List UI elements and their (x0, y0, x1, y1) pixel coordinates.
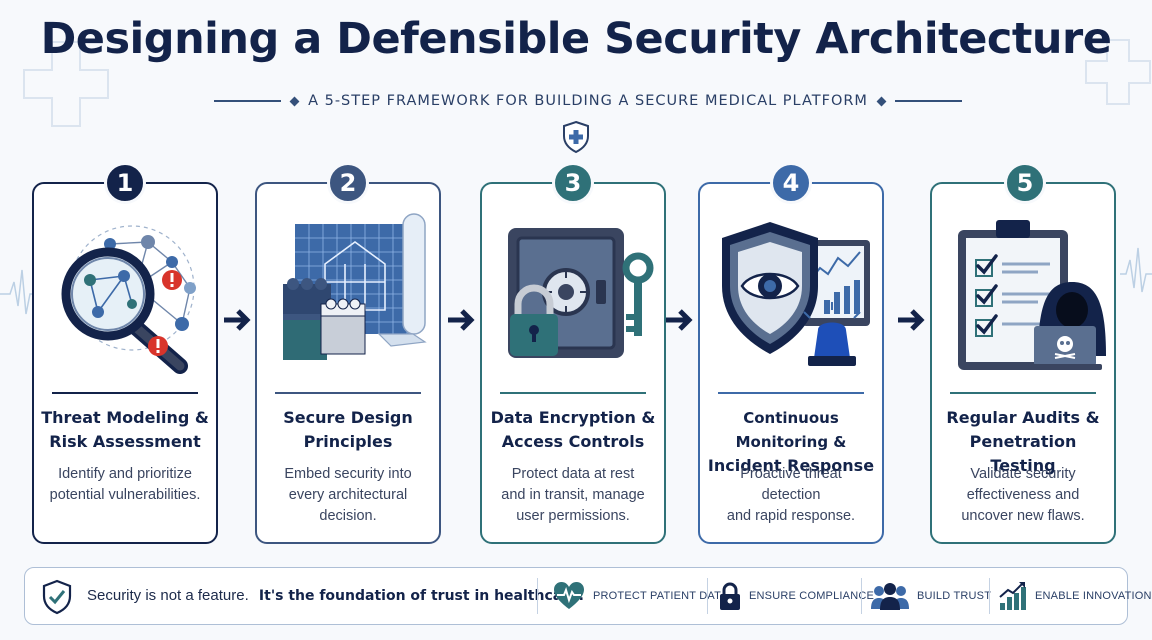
arrow-right-icon (898, 309, 925, 331)
step-number-badge-5: 5 (1004, 162, 1046, 204)
heartbeat-line-right (1120, 247, 1152, 293)
step-number-badge-3: 3 (552, 162, 594, 204)
subtitle-rule-left (214, 100, 282, 102)
footer-divider (861, 578, 862, 614)
checklist-hacker-icon (958, 220, 1106, 370)
step-title: Data Encryption & Access Controls (490, 408, 656, 451)
pillar-label: BUILD TRUST (917, 590, 992, 602)
pillar-ensure-compliance: ENSURE COMPLIANCE (719, 576, 874, 616)
arrow-right-icon (224, 309, 251, 331)
page-subtitle: A 5-STEP FRAMEWORK FOR BUILDING A SECURE… (308, 93, 868, 109)
step-description: Proactive threat detection and rapid res… (726, 466, 856, 524)
footer-divider (989, 578, 990, 614)
growth-chart-icon (999, 582, 1026, 610)
step-title: Threat Modeling & Risk Assessment (41, 408, 209, 451)
padlock-icon (720, 582, 740, 610)
step-card-2: Secure Design Principles Embed security … (255, 182, 441, 544)
page-title: Designing a Defensible Security Architec… (40, 14, 1112, 64)
step-number-badge-4: 4 (770, 162, 812, 204)
pillar-label: ENABLE INNOVATION (1035, 590, 1152, 602)
magnifier-network-icon (61, 225, 196, 374)
blueprint-blocks-icon (283, 213, 427, 360)
step-card-3: Data Encryption & Access Controls Protec… (480, 182, 666, 544)
step-card-1: Threat Modeling & Risk Assessment Identi… (32, 182, 218, 544)
footer-banner: Security is not a feature. It's the foun… (24, 567, 1151, 625)
pillar-protect-patient-data: PROTECT PATIENT DATA (553, 576, 728, 616)
pillar-label: ENSURE COMPLIANCE (749, 590, 875, 602)
step-title: Continuous Monitoring & Incident Respons… (707, 409, 875, 475)
vault-lock-key-icon (508, 228, 654, 358)
step-title: Regular Audits & Penetration Testing (946, 408, 1100, 475)
heart-pulse-icon (554, 582, 584, 609)
step-description: Validate security effectiveness and unco… (961, 466, 1085, 524)
subtitle-bar: A 5-STEP FRAMEWORK FOR BUILDING A SECURE… (214, 90, 963, 112)
step-description: Identify and prioritize potential vulner… (49, 466, 201, 503)
card-divider (52, 392, 198, 394)
card-divider (950, 392, 1096, 394)
arrow-right-icon (666, 309, 693, 331)
footer-divider (537, 578, 538, 614)
subtitle-rule-right (894, 100, 963, 102)
pillar-build-trust: BUILD TRUST (871, 576, 991, 616)
card-divider (500, 392, 646, 394)
people-icon (871, 583, 909, 610)
arrow-right-icon (448, 309, 475, 331)
step-title: Secure Design Principles (283, 408, 413, 451)
step-card-4: Continuous Monitoring & Incident Respons… (698, 182, 884, 544)
step-number-badge-2: 2 (327, 162, 369, 204)
step-number-badge-1: 1 (104, 162, 146, 204)
pillar-enable-innovation: ENABLE INNOVATION (999, 576, 1152, 616)
card-divider (275, 392, 421, 394)
footer-statement: Security is not a feature. It's the foun… (87, 587, 584, 604)
step-description: Protect data at rest and in transit, man… (501, 466, 645, 524)
subtitle-diamond-right (876, 96, 887, 106)
pillar-label: PROTECT PATIENT DATA (593, 590, 728, 602)
shield-check-icon (42, 579, 72, 615)
footer-divider (707, 578, 708, 614)
card-divider (718, 392, 864, 394)
step-card-5: Regular Audits & Penetration Testing Val… (930, 182, 1116, 544)
shield-cross-icon (563, 120, 589, 154)
step-description: Embed security into every architectural … (284, 466, 412, 524)
shield-eye-alarm-icon (722, 222, 870, 366)
subtitle-diamond-left (289, 96, 300, 106)
